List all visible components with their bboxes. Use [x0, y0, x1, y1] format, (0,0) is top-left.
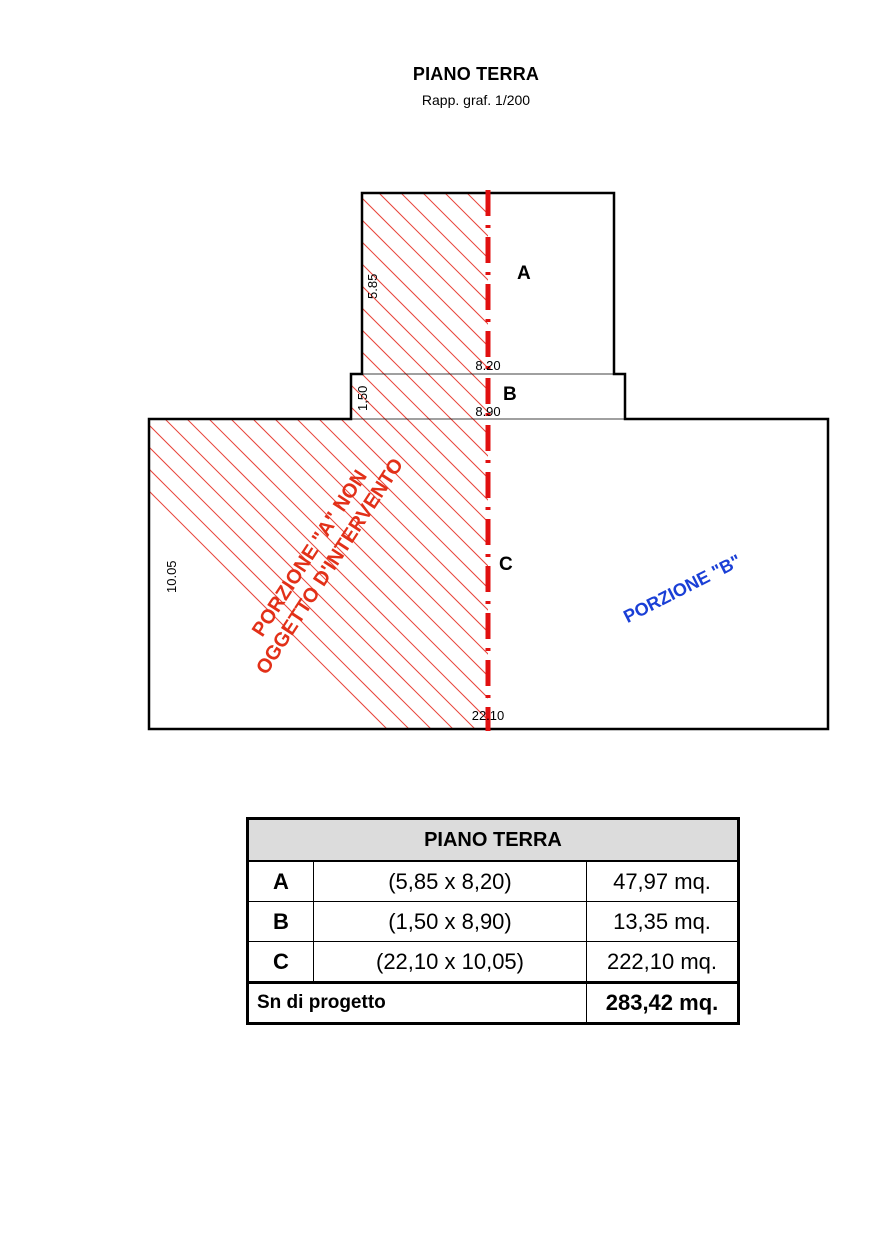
- total-value: 283,42 mq.: [586, 981, 739, 1024]
- dimension-b-width: 8.90: [475, 404, 500, 419]
- table-total-row: Sn di progetto 283,42 mq.: [247, 981, 739, 1024]
- dimension-c-width: 22.10: [472, 708, 505, 723]
- row-dimensions: (1,50 x 8,90): [313, 901, 587, 942]
- row-area: 222,10 mq.: [586, 941, 739, 983]
- hatch-line: [140, 0, 500, 94]
- hatch-line: [140, 0, 500, 72]
- hatch-line: [149, 193, 488, 359]
- table-title: PIANO TERRA: [247, 818, 739, 862]
- hatch-line: [149, 393, 488, 729]
- hatch-line: [149, 193, 488, 337]
- hatch-line: [149, 193, 488, 491]
- table-row: A (5,85 x 8,20) 47,97 mq.: [247, 860, 739, 902]
- portion-a-hatch: [140, 0, 500, 729]
- table-row: C (22,10 x 10,05) 222,10 mq.: [247, 941, 739, 983]
- hatch-line: [149, 459, 488, 729]
- hatch-line: [149, 193, 488, 293]
- hatch-line: [149, 195, 488, 557]
- hatch-line: [149, 305, 488, 667]
- zone-label-b: B: [503, 384, 517, 405]
- zone-label-a: A: [517, 263, 531, 284]
- hatch-line: [149, 193, 488, 315]
- zone-label-c: C: [499, 554, 513, 575]
- dimension-b-height: 1,50: [355, 386, 370, 411]
- hatch-line: [149, 415, 488, 729]
- hatch-line: [140, 0, 500, 182]
- floor-plan: A B C 5.85 8.20 1,50 8.90 10.05 22.10 PO…: [140, 0, 830, 731]
- hatch-line: [149, 327, 488, 689]
- hatch-line: [140, 0, 500, 160]
- row-dimensions: (5,85 x 8,20): [313, 860, 587, 902]
- scale-label: Rapp. graf. 1/200: [421, 92, 531, 108]
- row-label: A: [247, 860, 314, 902]
- row-label: C: [247, 941, 314, 983]
- hatch-line: [149, 193, 488, 271]
- hatch-line: [149, 371, 488, 729]
- row-dimensions: (22,10 x 10,05): [313, 941, 587, 983]
- row-label: B: [247, 901, 314, 942]
- hatch-line: [149, 193, 488, 513]
- hatch-line: [149, 193, 488, 249]
- hatch-line: [149, 481, 488, 729]
- hatch-line: [140, 0, 500, 138]
- hatch-line: [149, 193, 488, 205]
- hatch-line: [149, 437, 488, 729]
- hatch-line: [149, 193, 488, 425]
- area-table: PIANO TERRA A (5,85 x 8,20) 47,97 mq. B …: [246, 817, 740, 1025]
- dimension-a-width: 8.20: [475, 358, 500, 373]
- hatch-line: [140, 0, 500, 28]
- hatch-line: [140, 0, 500, 6]
- row-area: 13,35 mq.: [586, 901, 739, 942]
- hatch-line: [149, 193, 488, 535]
- dimension-c-height: 10.05: [164, 560, 179, 593]
- table-header-row: PIANO TERRA: [247, 818, 739, 862]
- portion-b-label: PORZIONE "B": [620, 550, 744, 626]
- page-title: PIANO TERRA: [412, 64, 540, 84]
- row-area: 47,97 mq.: [586, 860, 739, 902]
- dimension-a-height: 5.85: [365, 274, 380, 299]
- table-row: B (1,50 x 8,90) 13,35 mq.: [247, 901, 739, 942]
- hatch-line: [149, 193, 488, 469]
- hatch-line: [149, 193, 488, 381]
- hatch-line: [140, 0, 500, 50]
- hatch-line: [149, 193, 488, 447]
- hatch-line: [149, 193, 488, 403]
- total-label: Sn di progetto: [247, 981, 587, 1024]
- hatch-line: [140, 0, 500, 116]
- portion-a-label-line2: OGGETTO D'INTERVENTO: [252, 455, 408, 679]
